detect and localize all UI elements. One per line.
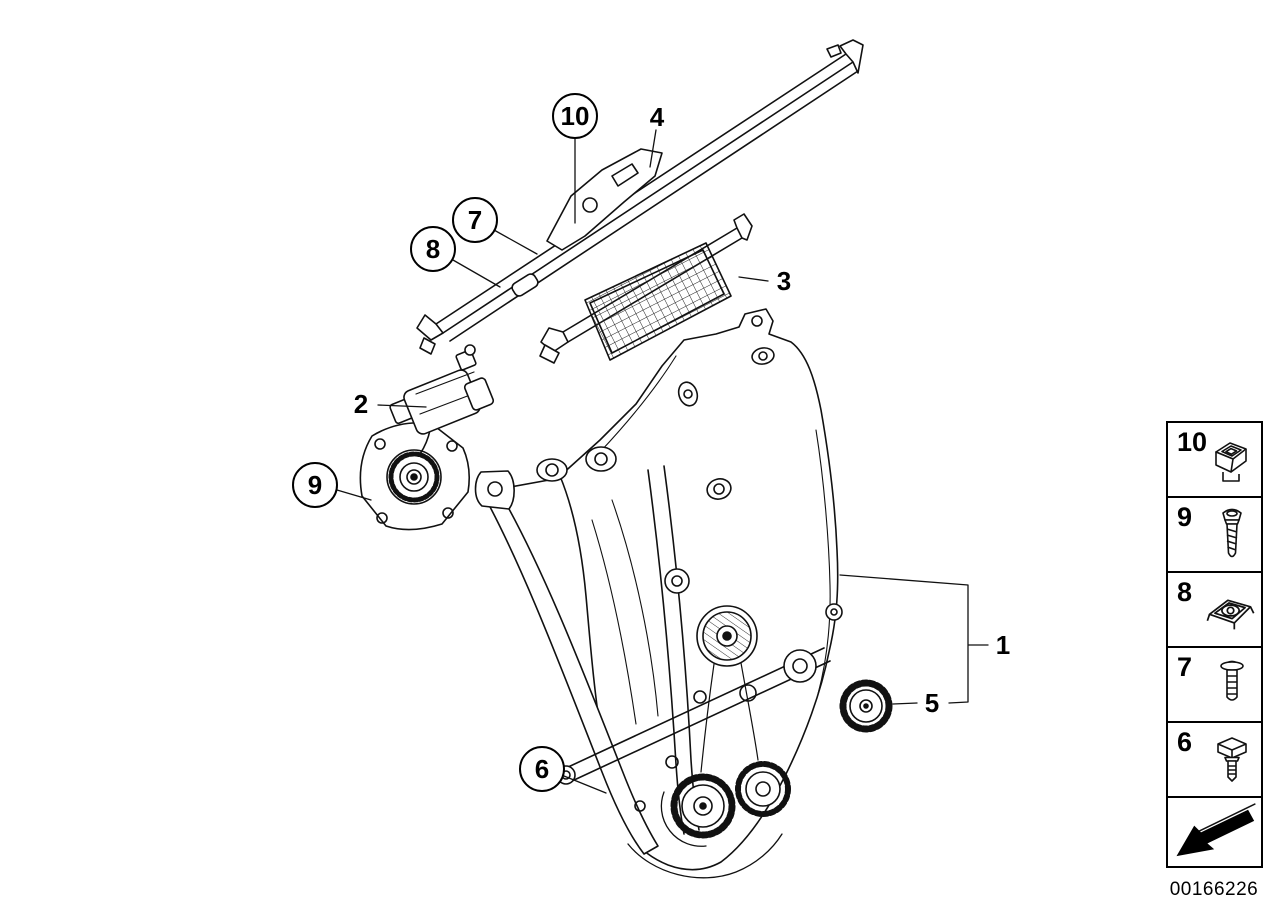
callout-4[interactable]: 4	[649, 101, 665, 132]
window-regulator-frame	[474, 308, 893, 879]
clip-nut-housing-icon	[1215, 441, 1247, 482]
legend-item-8[interactable]: 8	[1166, 571, 1263, 648]
diagram-number: 00166226	[1169, 879, 1259, 900]
legend-item-6[interactable]: 6	[1166, 721, 1263, 798]
drive-sprocket	[839, 679, 893, 733]
callout-9[interactable]: 9	[292, 462, 338, 508]
legend-item-7[interactable]: 7	[1166, 646, 1263, 723]
direction-arrow-box	[1166, 796, 1263, 868]
legend-item-10[interactable]: 10	[1166, 421, 1263, 498]
leader-lines	[336, 129, 989, 794]
callout-5[interactable]: 5	[924, 687, 940, 718]
callout-6[interactable]: 6	[519, 746, 565, 792]
callout-10[interactable]: 10	[552, 93, 598, 139]
window-guide-rail-lower	[539, 213, 753, 364]
bottom-gear-cluster	[627, 755, 791, 879]
callout-3[interactable]: 3	[776, 265, 792, 296]
callout-1[interactable]: 1	[995, 629, 1011, 660]
window-guide-rail-upper	[416, 39, 864, 355]
flange-screw-icon	[1220, 660, 1244, 701]
speed-nut-icon	[1206, 598, 1255, 629]
window-motor-assembly	[359, 344, 495, 531]
hex-bolt-icon	[1217, 736, 1247, 782]
direction-arrow-icon	[1176, 803, 1256, 857]
fastener-legend: 10 9 8	[1166, 421, 1263, 868]
screw-icon	[1222, 508, 1242, 557]
callout-2[interactable]: 2	[353, 388, 369, 419]
legend-item-9[interactable]: 9	[1166, 496, 1263, 573]
callout-7[interactable]: 7	[452, 197, 498, 243]
callout-8[interactable]: 8	[410, 226, 456, 272]
